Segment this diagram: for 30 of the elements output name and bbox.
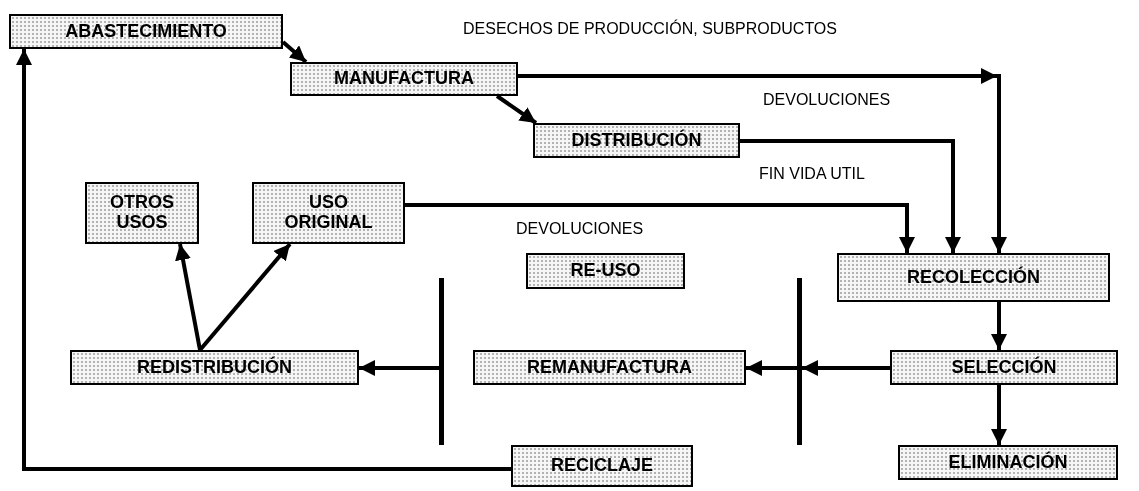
flow-note: DEVOLUCIONES: [763, 91, 891, 109]
box-label: RECICLAJE: [551, 456, 653, 476]
process-box: [290, 62, 518, 96]
box-label: DISTRIBUCIÓN: [571, 130, 702, 151]
edge-label: DESECHOS DE PRODUCCIÓN, SUBPRODUCTOS: [463, 20, 837, 38]
box-label: SELECCIÓN: [951, 357, 1057, 378]
box-label: RE-USO: [570, 261, 641, 281]
box-label: ABASTECIMIENTO: [65, 21, 227, 42]
process-box: [85, 182, 199, 244]
process-box: [511, 445, 693, 487]
flow-note: FIN VIDA UTIL: [759, 165, 865, 183]
box-label: REDISTRIBUCIÓN: [137, 357, 292, 378]
process-box: [890, 350, 1118, 385]
process-box: [837, 253, 1110, 302]
box-label: REMANUFACTURA: [527, 357, 692, 378]
flow-note: DEVOLUCIONES: [516, 220, 644, 238]
process-box: [252, 182, 405, 244]
box-label: OTROS USOS: [109, 193, 175, 233]
box-label: MANUFACTURA: [334, 69, 474, 89]
junction-bar: [797, 278, 802, 445]
box-label: RECOLECCIÓN: [907, 267, 1040, 288]
process-box: [526, 253, 685, 289]
box-label: USO ORIGINAL: [283, 193, 374, 233]
process-box: [9, 14, 283, 49]
junction-bar: [439, 278, 444, 445]
process-box: [70, 350, 359, 385]
process-box: [533, 123, 740, 158]
box-label: ELIMINACIÓN: [948, 452, 1068, 473]
process-box: [473, 350, 746, 385]
process-box: [898, 445, 1118, 480]
